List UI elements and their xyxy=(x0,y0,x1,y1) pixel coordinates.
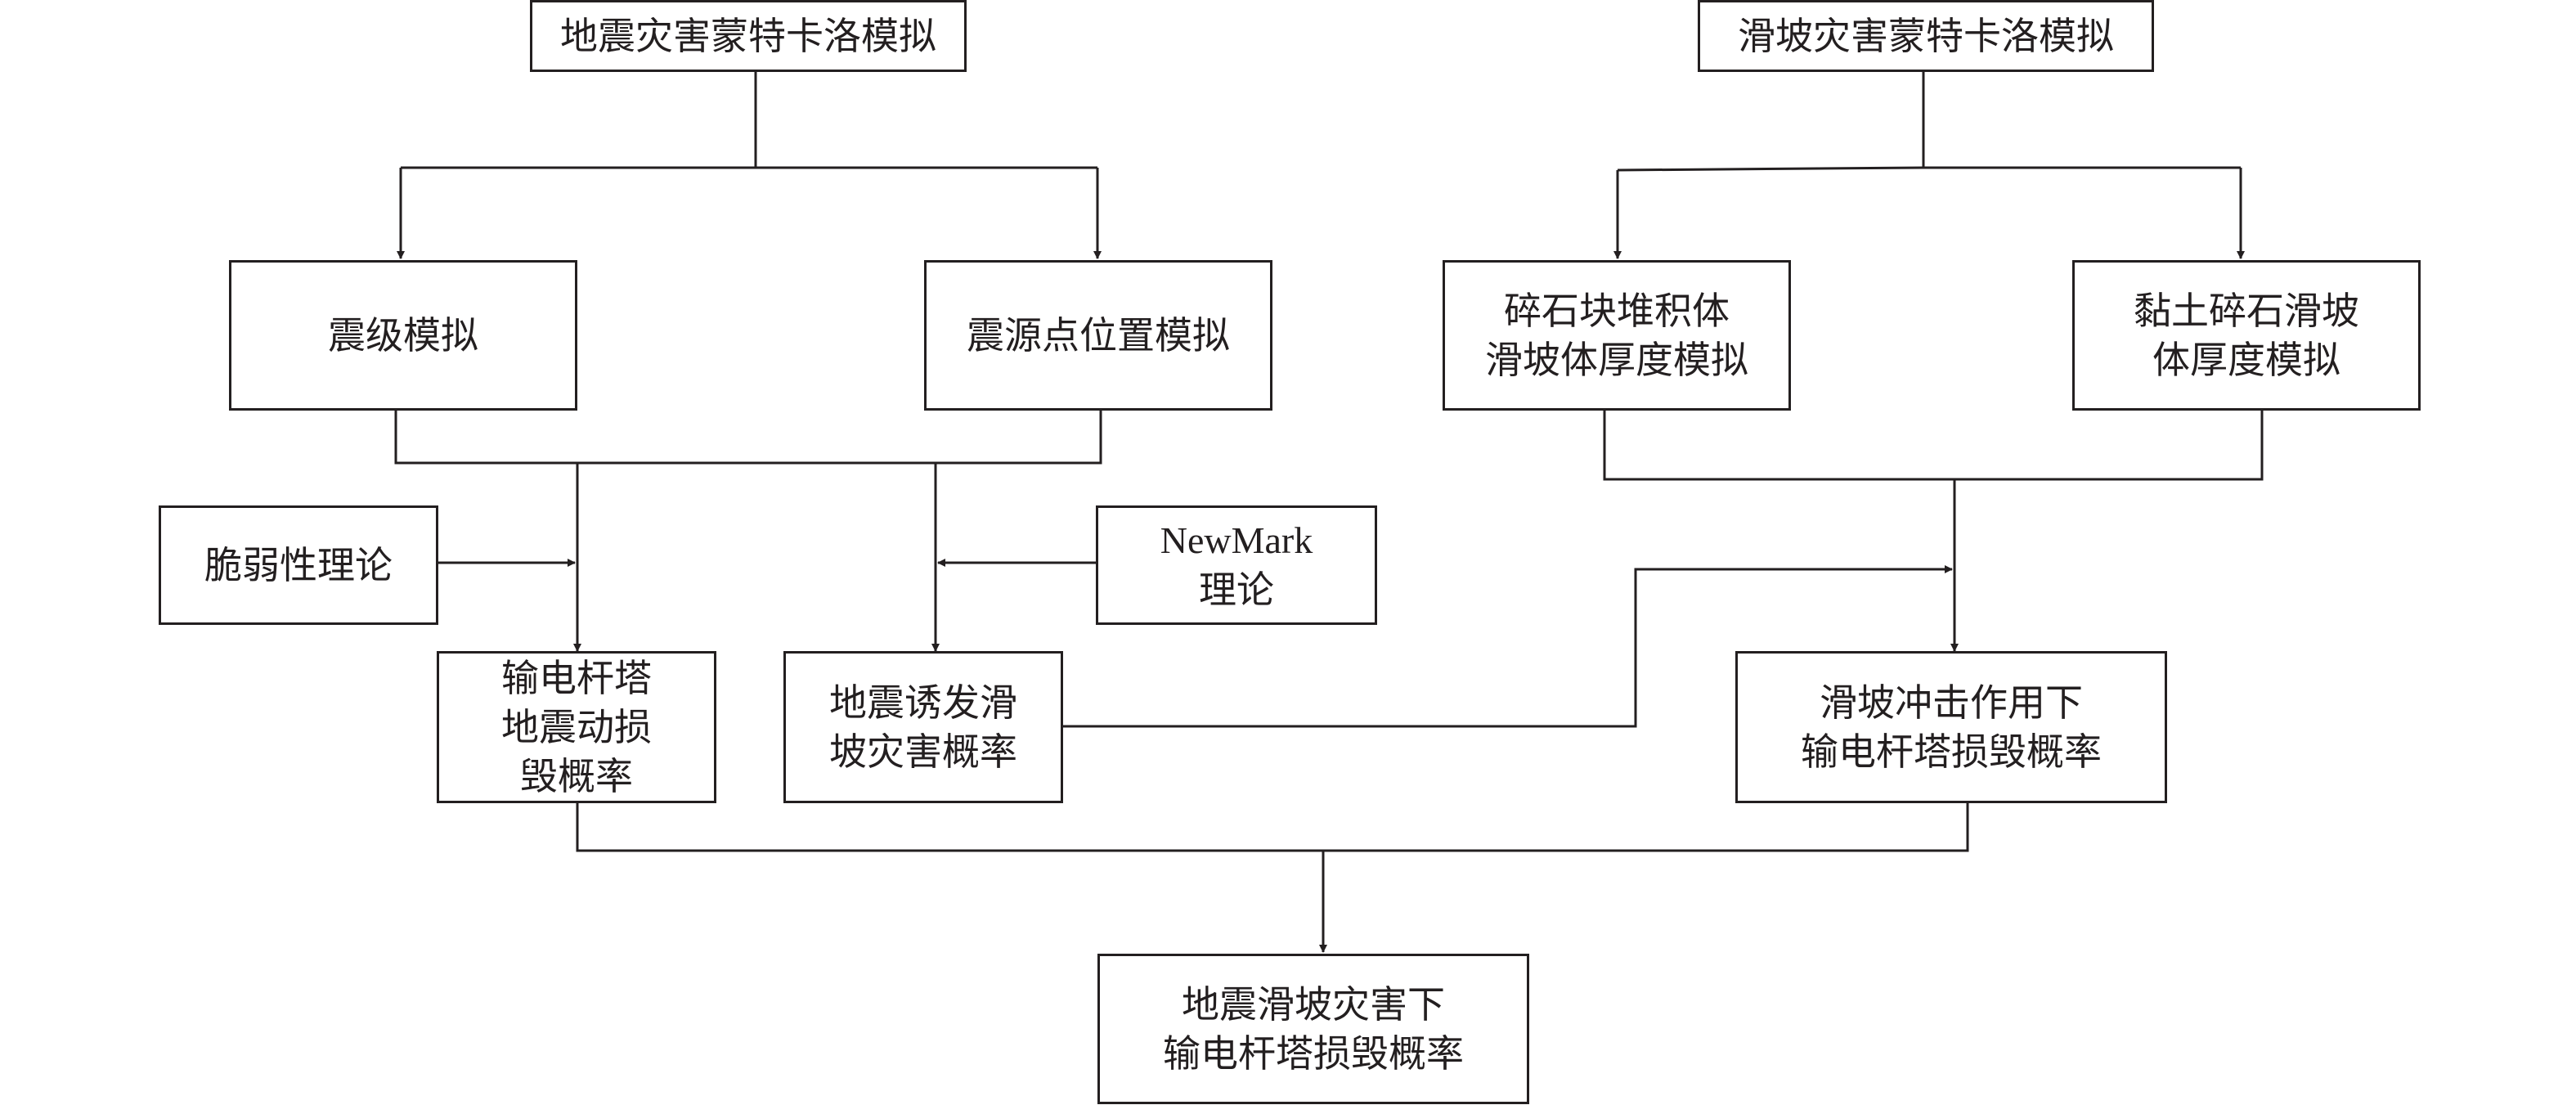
node-final-tower-damage-probability: 地震滑坡灾害下 输电杆塔损毁概率 xyxy=(1097,954,1529,1104)
node-label-line-1: 滑坡冲击作用下 xyxy=(1820,681,2083,725)
node-label: 脆弱性理论 xyxy=(204,543,393,587)
node-label-line-2: 地震动损 xyxy=(501,705,652,749)
node-label-line-1: 黏土碎石滑坡 xyxy=(2134,289,2359,333)
node-label-line-2: 输电杆塔损毁概率 xyxy=(1801,730,2102,774)
node-label-line-2: 体厚度模拟 xyxy=(2152,338,2340,382)
connector-ls-mc-split xyxy=(1617,166,2241,172)
node-label-line-1: 地震诱发滑 xyxy=(829,681,1017,725)
node-label-line-1: 碎石块堆积体 xyxy=(1504,289,1730,333)
node-label-line-1: 地震滑坡灾害下 xyxy=(1182,982,1445,1026)
node-label-line-2: 坡灾害概率 xyxy=(829,730,1017,774)
node-clay-thickness-simulation: 黏土碎石滑坡 体厚度模拟 xyxy=(2072,260,2421,411)
connector-final-merge xyxy=(576,802,1969,852)
node-label-line-2: 滑坡体厚度模拟 xyxy=(1485,338,1748,382)
node-magnitude-simulation: 震级模拟 xyxy=(229,260,577,411)
connector-thickness-merge xyxy=(1603,409,2264,481)
connector-mag-src-merge xyxy=(394,409,1102,465)
node-earthquake-monte-carlo: 地震灾害蒙特卡洛模拟 xyxy=(530,0,967,72)
node-fragility-theory: 脆弱性理论 xyxy=(159,505,438,625)
node-label-line-2: 理论 xyxy=(1199,568,1274,612)
node-label: 滑坡灾害蒙特卡洛模拟 xyxy=(1738,14,2114,58)
connector-eq-ls-feed xyxy=(1061,565,1953,728)
node-label-line-1: NewMark xyxy=(1160,519,1313,561)
node-tower-landslide-impact-probability: 滑坡冲击作用下 输电杆塔损毁概率 xyxy=(1735,651,2167,803)
node-tower-seismic-damage-probability: 输电杆塔 地震动损 毁概率 xyxy=(437,651,716,803)
node-label-line-2: 输电杆塔损毁概率 xyxy=(1163,1031,1464,1076)
node-label: 震级模拟 xyxy=(328,313,478,357)
node-label: 震源点位置模拟 xyxy=(967,313,1230,357)
node-source-location-simulation: 震源点位置模拟 xyxy=(924,260,1272,411)
node-label-line-1: 输电杆塔 xyxy=(501,656,652,700)
node-label: 地震灾害蒙特卡洛模拟 xyxy=(560,14,936,58)
node-earthquake-induced-landslide-probability: 地震诱发滑 坡灾害概率 xyxy=(783,651,1063,803)
node-landslide-monte-carlo: 滑坡灾害蒙特卡洛模拟 xyxy=(1698,0,2154,72)
node-newmark-theory: NewMark 理论 xyxy=(1096,505,1377,625)
node-label-line-3: 毁概率 xyxy=(520,754,633,798)
node-gravel-thickness-simulation: 碎石块堆积体 滑坡体厚度模拟 xyxy=(1443,260,1791,411)
